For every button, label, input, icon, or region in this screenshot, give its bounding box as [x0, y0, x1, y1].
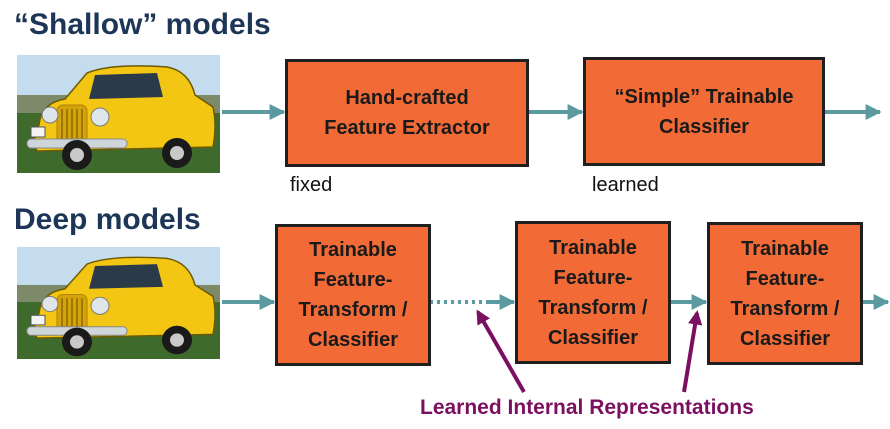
trainable-feature-transform-block-3: Trainable Feature- Transform / Classifie…: [707, 222, 863, 365]
box-line: “Simple” Trainable: [614, 85, 794, 108]
shallow-models-heading: “Shallow” models: [14, 8, 271, 41]
box-line: Trainable: [309, 239, 397, 261]
learned-label: learned: [592, 174, 659, 196]
box-line: Feature-: [553, 266, 633, 289]
box-line: Classifier: [547, 326, 639, 349]
pointer-representation-1: [476, 309, 526, 393]
fixed-label: fixed: [290, 174, 333, 196]
car-photo-shallow: [17, 55, 220, 173]
box-line: Classifier: [307, 329, 399, 351]
trainable-feature-transform-block-2: Trainable Feature- Transform / Classifie…: [515, 221, 671, 364]
box-line: Feature Extractor: [324, 117, 490, 139]
trainable-feature-transform-block-1: Trainable Feature- Transform / Classifie…: [275, 224, 431, 366]
box-line: Hand-crafted: [345, 87, 469, 109]
box-line: Trainable: [549, 236, 637, 259]
box-line: Classifier: [739, 327, 831, 350]
box-line: Transform /: [298, 299, 408, 321]
simple-trainable-classifier-box: “Simple” Trainable Classifier: [583, 57, 825, 166]
pointer-representation-2: [682, 310, 703, 393]
car-illustration: [17, 247, 220, 359]
hand-crafted-feature-extractor-box: Hand-crafted Feature Extractor: [285, 59, 529, 167]
box-line: Feature-: [745, 267, 825, 290]
box-line: Feature-: [313, 269, 393, 291]
car-illustration: [17, 55, 220, 173]
box-line: Transform /: [538, 296, 648, 319]
box-line: Classifier: [658, 115, 750, 138]
box-line: Transform /: [730, 297, 840, 320]
car-photo-deep: [17, 247, 220, 359]
learned-internal-representations-label: Learned Internal Representations: [420, 396, 754, 419]
box-line: Trainable: [741, 237, 829, 260]
deep-models-heading: Deep models: [14, 203, 201, 236]
